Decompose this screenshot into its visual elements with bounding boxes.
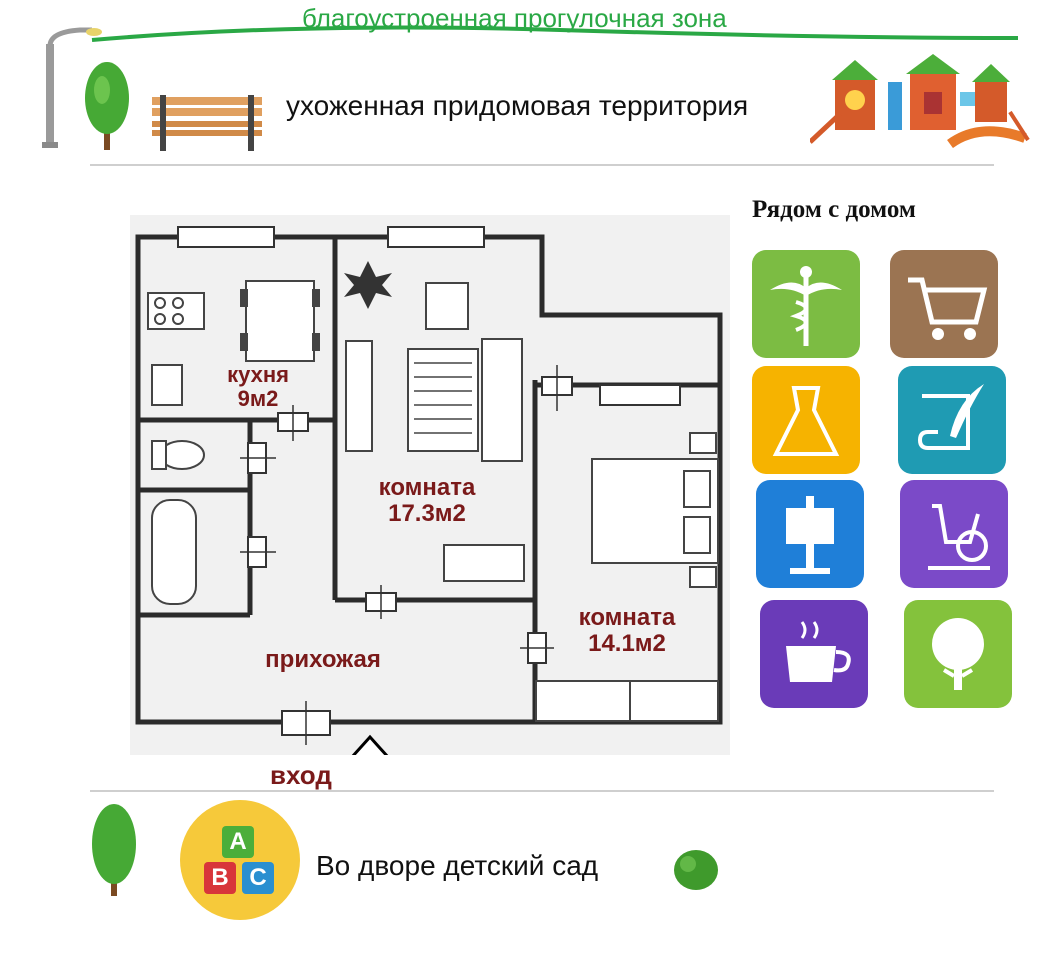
fitness-tile xyxy=(900,480,1008,588)
room2-label: комната 14.1м2 xyxy=(562,604,692,658)
cafe-tile xyxy=(760,600,868,708)
street-lamp-icon xyxy=(42,27,102,148)
floor-plan-walls xyxy=(130,215,730,755)
divider-top xyxy=(90,164,994,166)
entrance-label: вход xyxy=(270,760,332,790)
room2-area: 14.1м2 xyxy=(588,630,666,658)
territory-label: ухоженная придомовая территория xyxy=(286,90,749,121)
tree-icon xyxy=(932,618,984,690)
room1-area: 17.3м2 xyxy=(388,500,466,528)
promenade-label: благоустроенная прогулочная зона xyxy=(302,3,727,33)
kitchen-area: 9м2 xyxy=(237,386,279,412)
divider-bottom xyxy=(90,790,994,792)
kindergarten-label: Во дворе детский сад xyxy=(316,850,599,881)
exercise-bike-icon xyxy=(928,504,990,570)
kitchen-name: кухня xyxy=(227,362,289,387)
block-a: A xyxy=(222,826,254,858)
medical-tile xyxy=(752,250,860,358)
header: благоустроенная прогулочная зона ухоженн… xyxy=(0,0,1060,170)
coffee-cup-icon xyxy=(786,621,851,682)
hall-label: прихожая xyxy=(265,646,381,673)
room1-label: комната 17.3м2 xyxy=(352,474,502,528)
room2-name: комната xyxy=(578,604,676,631)
block-b: B xyxy=(204,862,236,894)
kitchen-label: кухня 9м2 xyxy=(218,362,298,412)
bench-icon xyxy=(152,95,262,151)
shop-tile xyxy=(890,250,998,358)
clothing-tile xyxy=(752,366,860,474)
tree-icon xyxy=(85,62,129,150)
park-tile xyxy=(904,600,1012,708)
art-tile xyxy=(756,480,864,588)
culture-tile xyxy=(898,366,1006,474)
floor-plan: кухня 9м2 комната 17.3м2 комната 14.1м2 … xyxy=(130,215,730,755)
medical-icon xyxy=(770,266,842,346)
shopping-cart-icon xyxy=(908,277,988,340)
easel-icon xyxy=(786,496,834,574)
promenade-curve xyxy=(91,25,1019,42)
dress-icon xyxy=(772,386,840,456)
scroll-quill-icon xyxy=(917,384,984,450)
block-c: C xyxy=(242,862,274,894)
tree-icon xyxy=(92,804,136,896)
bush-icon xyxy=(674,850,718,890)
room1-name: комната xyxy=(378,474,476,501)
playground-icon xyxy=(810,54,1030,148)
nearby-title: Рядом с домом xyxy=(752,196,916,223)
kindergarten-badge: A B C xyxy=(180,800,300,920)
